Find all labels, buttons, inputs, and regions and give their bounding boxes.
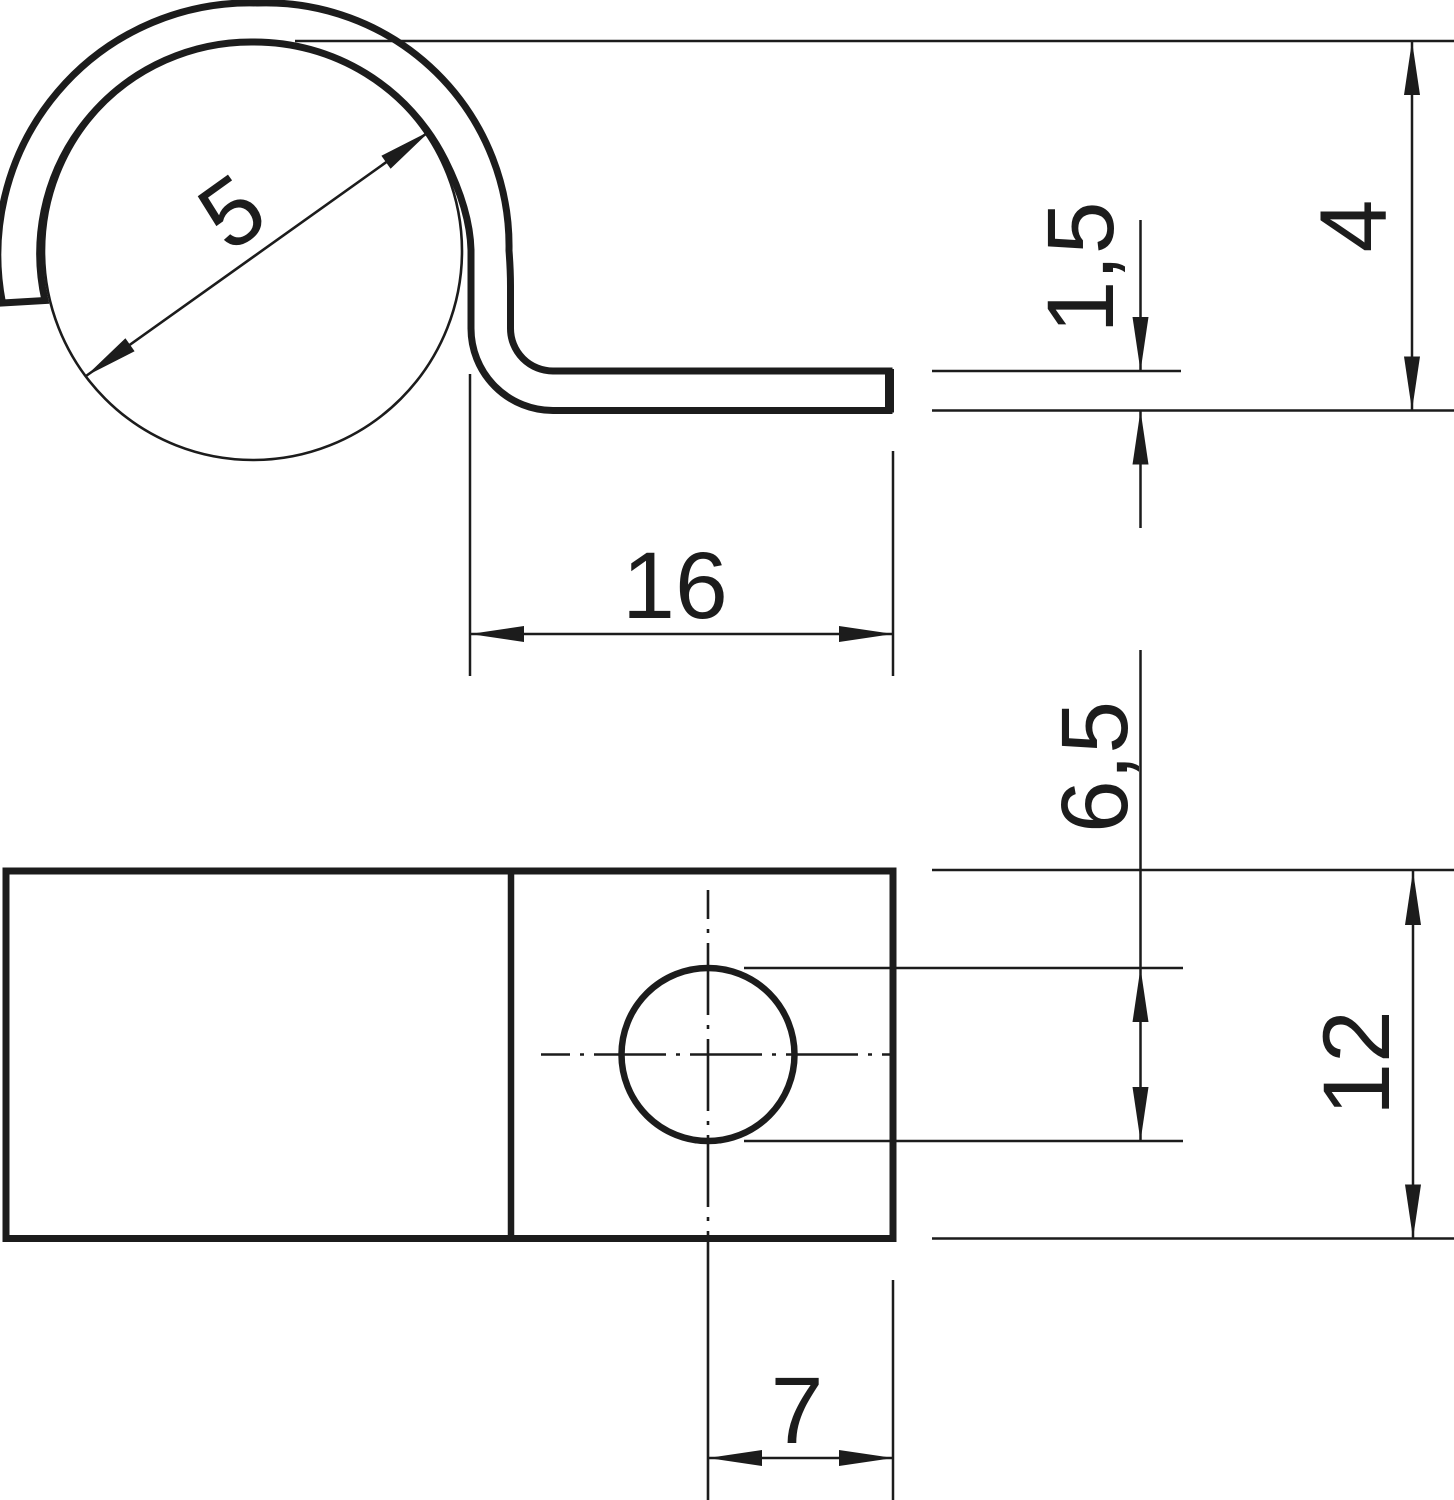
svg-text:6,5: 6,5 (1042, 701, 1148, 833)
svg-text:12: 12 (1304, 1010, 1410, 1116)
svg-text:7: 7 (771, 1358, 824, 1464)
svg-text:16: 16 (622, 533, 728, 639)
svg-text:4: 4 (1301, 200, 1407, 253)
svg-text:1,5: 1,5 (1028, 201, 1134, 333)
